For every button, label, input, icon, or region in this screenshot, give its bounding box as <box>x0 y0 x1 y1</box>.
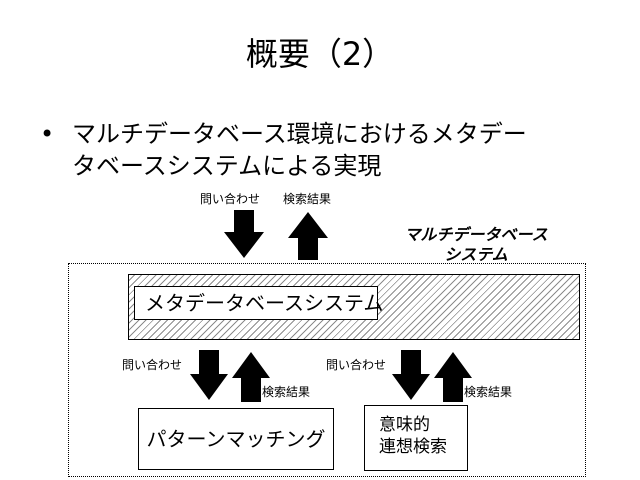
right-query-arrow <box>392 350 430 400</box>
pattern-matching-box: パターンマッチング <box>138 408 334 470</box>
left-result-label: 検索結果 <box>262 385 311 399</box>
top-query-arrow <box>224 210 264 258</box>
right-result-arrow <box>434 352 472 402</box>
semantic-search-line-2: 連想検索 <box>379 437 447 457</box>
bullet-point: • <box>40 120 55 148</box>
multidatabase-system-label: マルチデータベース システム <box>386 225 566 265</box>
bullet-text-line-1: マルチデータベース環境におけるメタデー <box>72 120 527 148</box>
multidatabase-system-boundary <box>68 263 586 477</box>
top-query-label: 問い合わせ <box>200 192 261 206</box>
top-result-label: 検索結果 <box>283 192 332 206</box>
slide-title: 概要（2） <box>245 35 395 73</box>
right-result-label: 検索結果 <box>464 385 513 399</box>
bullet-text-line-2: タベースシステムによる実現 <box>72 152 382 180</box>
semantic-search-line-1: 意味的 <box>379 415 430 435</box>
top-result-arrow <box>288 212 328 260</box>
system-label-line-1: マルチデータベース <box>404 225 548 244</box>
left-result-arrow <box>232 352 270 402</box>
left-query-arrow <box>190 350 228 400</box>
metadatabase-system-box: メタデータベースシステム <box>134 286 383 320</box>
semantic-search-box: 意味的 連想検索 <box>364 405 468 471</box>
right-query-label: 問い合わせ <box>326 358 387 372</box>
left-query-label: 問い合わせ <box>122 358 183 372</box>
system-label-line-2: システム <box>444 245 508 264</box>
